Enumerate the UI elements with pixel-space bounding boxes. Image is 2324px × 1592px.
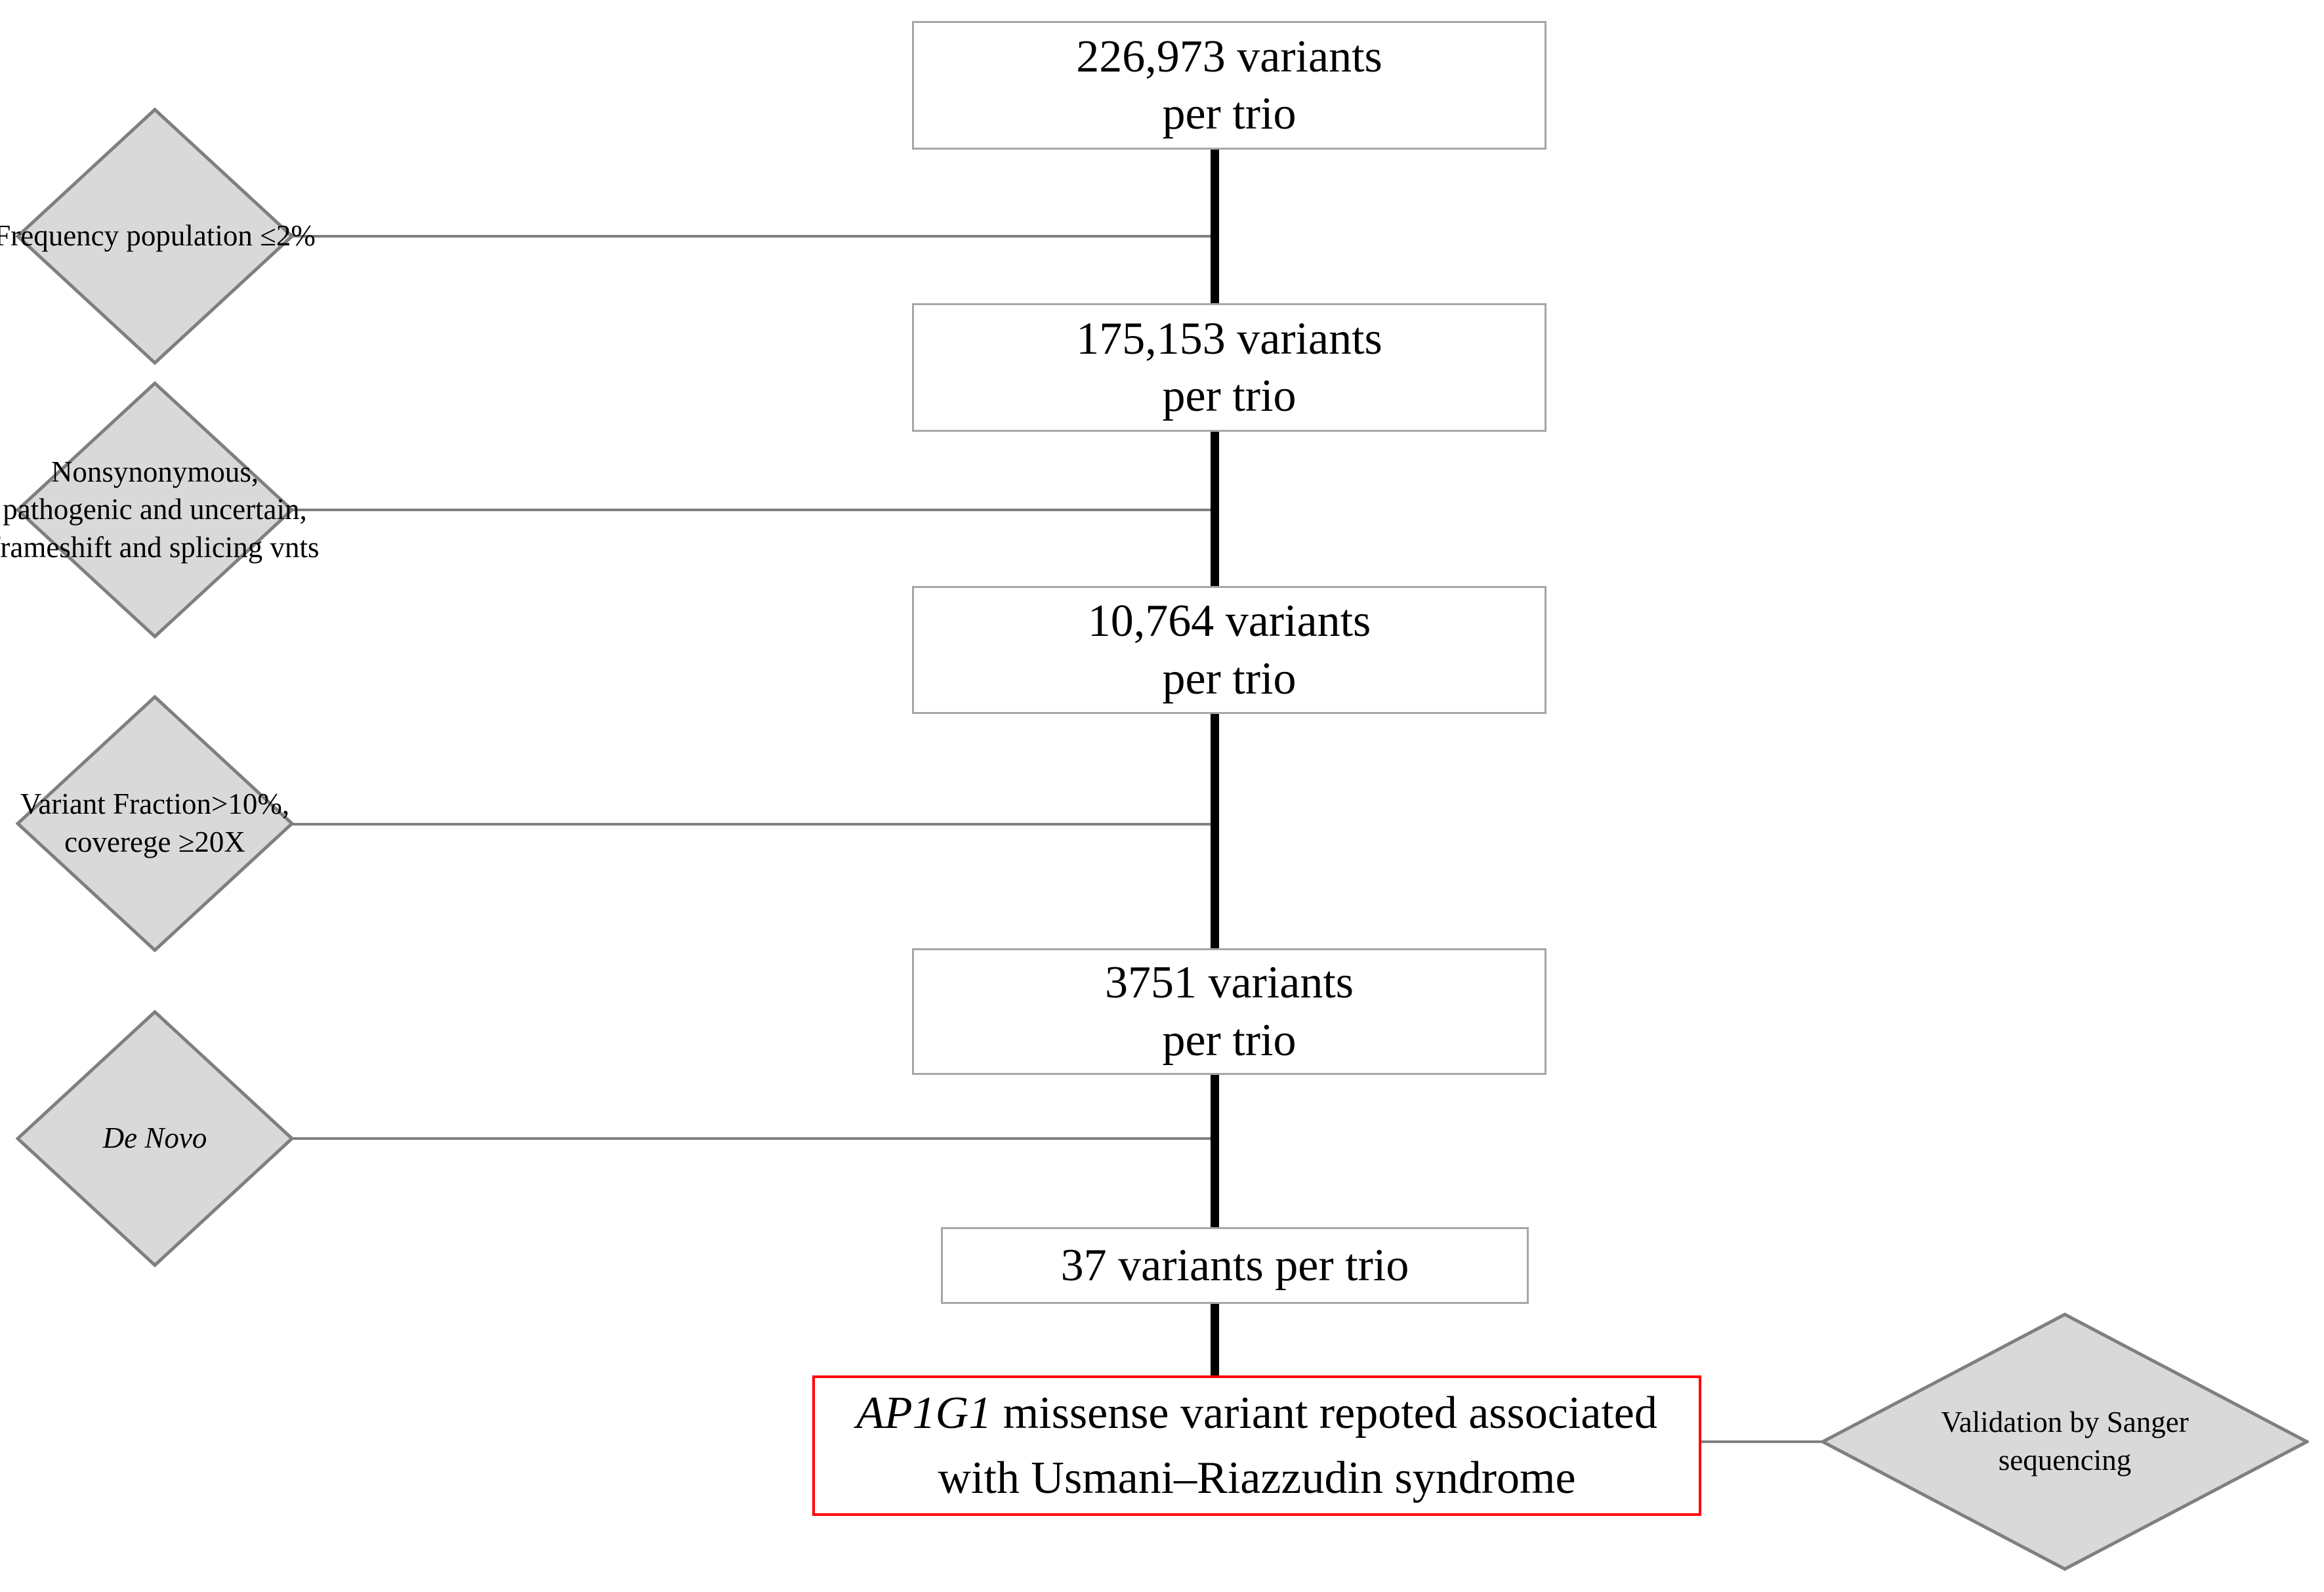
validation-diamond: Validation by Sanger sequencing xyxy=(1821,1312,2309,1571)
result-box-line2: with Usmani–Riazzudin syndrome xyxy=(938,1453,1576,1503)
count-box-4: 3751 variants per trio xyxy=(912,948,1546,1075)
diamond-shape xyxy=(16,108,294,365)
filter-2-line2: pathogenic and uncertain, xyxy=(3,493,307,526)
filter-4-line1: De Novo xyxy=(102,1121,207,1155)
connector-validation xyxy=(1699,1440,1825,1443)
filter-diamond-denovo-label: De Novo xyxy=(16,1010,294,1267)
count-box-5: 37 variants per trio xyxy=(941,1227,1529,1304)
connector-filter-2 xyxy=(291,509,1211,511)
result-box-line1: AP1G1 missense variant repoted associate… xyxy=(856,1381,1657,1446)
filter-diamond-frequency-label: Frequency population ≤2% xyxy=(0,108,316,365)
count-box-1-line2: per trio xyxy=(1162,89,1297,139)
count-box-2-line1: 175,153 variants xyxy=(1076,313,1382,364)
count-box-2-line2: per trio xyxy=(1162,371,1297,421)
trunk-segment-3 xyxy=(1211,714,1219,948)
validation-line2: sequencing xyxy=(1998,1444,2132,1477)
trunk-segment-2 xyxy=(1211,432,1219,586)
count-box-4-line2: per trio xyxy=(1162,1015,1297,1066)
filter-diamond-denovo: De Novo xyxy=(16,1010,294,1267)
filter-diamond-consequence-label: Nonsynonymous, pathogenic and uncertain,… xyxy=(0,381,320,639)
count-box-3-line2: per trio xyxy=(1162,653,1297,704)
filter-diamond-frequency: Frequency population ≤2% xyxy=(0,108,316,365)
diamond-shape xyxy=(16,695,294,952)
count-box-4-line1: 3751 variants xyxy=(1104,957,1354,1008)
count-box-3-line1: 10,764 variants xyxy=(1087,596,1371,646)
connector-filter-3 xyxy=(291,823,1211,826)
count-box-1: 226,973 variants per trio xyxy=(912,21,1546,150)
filter-2-line3: frameshift and splicing vnts xyxy=(0,530,320,564)
filter-diamond-consequence: Nonsynonymous, pathogenic and uncertain,… xyxy=(0,381,320,639)
filter-3-line2: coverege ≥20X xyxy=(64,826,245,858)
trunk-segment-5 xyxy=(1211,1304,1219,1375)
filter-3-line1: Variant Fraction>10%, xyxy=(20,787,290,821)
filter-diamond-quality: Variant Fraction>10%, coverege ≥20X xyxy=(16,695,294,952)
diamond-shape xyxy=(16,381,294,639)
count-box-5-line1: 37 variants per trio xyxy=(1060,1240,1409,1291)
validation-line1: Validation by Sanger xyxy=(1941,1406,2189,1439)
validation-diamond-label: Validation by Sanger sequencing xyxy=(1821,1312,2309,1571)
diamond-shape xyxy=(16,1010,294,1267)
filter-2-line1: Nonsynonymous, xyxy=(51,455,259,488)
diamond-shape xyxy=(1821,1312,2309,1571)
trunk-segment-1 xyxy=(1211,150,1219,303)
connector-filter-1 xyxy=(291,235,1211,238)
count-box-3: 10,764 variants per trio xyxy=(912,586,1546,714)
count-box-1-line1: 226,973 variants xyxy=(1076,31,1382,82)
connector-filter-4 xyxy=(291,1137,1211,1140)
filter-diamond-quality-label: Variant Fraction>10%, coverege ≥20X xyxy=(16,695,294,952)
result-box-line1-rest: missense variant repoted associated xyxy=(991,1387,1657,1438)
result-box: AP1G1 missense variant repoted associate… xyxy=(812,1375,1701,1516)
filter-1-line1: Frequency population ≤2% xyxy=(0,219,316,253)
gene-name: AP1G1 xyxy=(856,1387,992,1438)
count-box-2: 175,153 variants per trio xyxy=(912,303,1546,432)
trunk-segment-4 xyxy=(1211,1075,1219,1227)
